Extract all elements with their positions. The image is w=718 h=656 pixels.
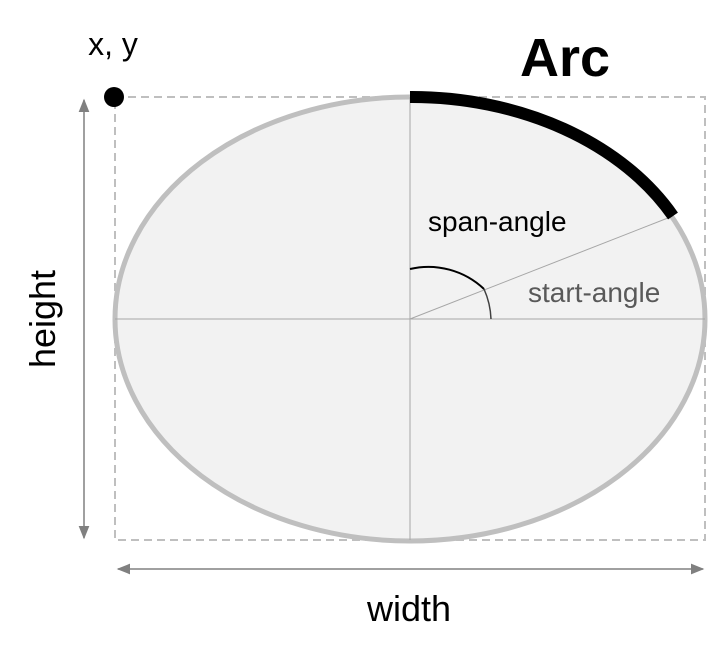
arc-stroke bbox=[409, 90, 678, 220]
origin-point bbox=[104, 87, 124, 107]
start-angle-label: start-angle bbox=[528, 277, 660, 308]
height-label: height bbox=[22, 270, 63, 368]
width-label: width bbox=[366, 588, 451, 629]
span-angle-indicator bbox=[409, 265, 485, 290]
start-radius-line bbox=[409, 215, 674, 320]
diagram-title: Arc bbox=[520, 28, 610, 88]
span-angle-label: span-angle bbox=[428, 206, 567, 237]
origin-label: x, y bbox=[88, 26, 138, 62]
start-angle-indicator bbox=[483, 288, 492, 320]
